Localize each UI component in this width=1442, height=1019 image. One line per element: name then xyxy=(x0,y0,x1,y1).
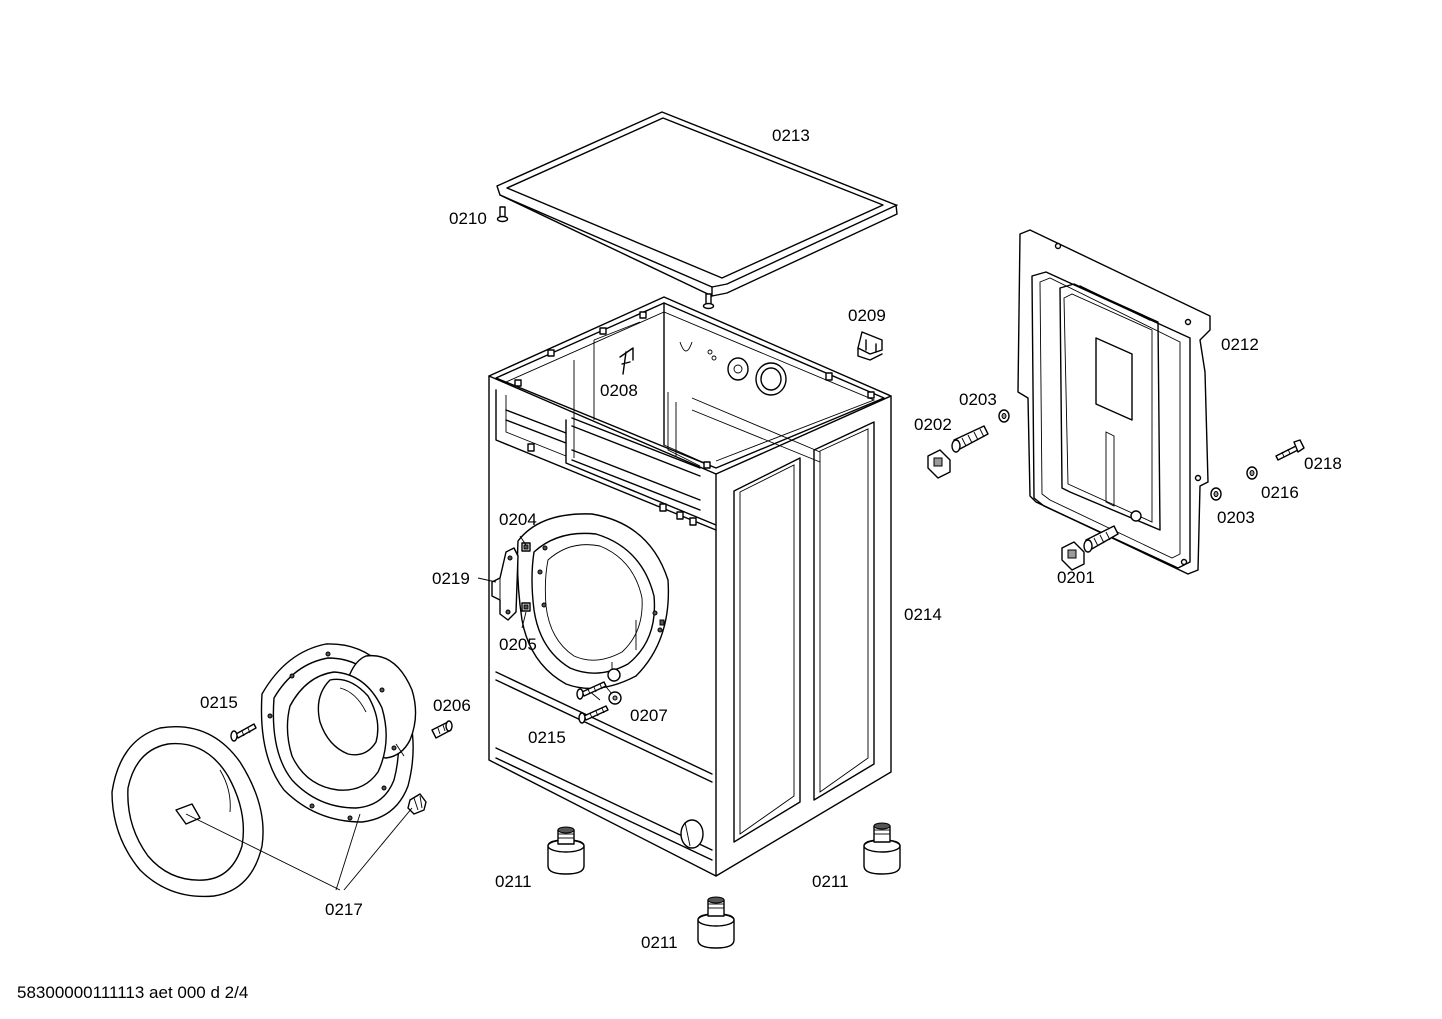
label-0207: 0207 xyxy=(630,706,668,725)
drawing-reference-number: 58300000111113 aet 000 d 2/4 xyxy=(17,983,248,1002)
screw-0210 xyxy=(496,206,509,223)
foot-0211-left xyxy=(547,826,585,875)
label-0215-cabinet: 0215 xyxy=(528,728,566,747)
door-inner-frame-0217 xyxy=(260,643,417,823)
label-0211-bottom: 0211 xyxy=(641,933,678,952)
cabinet-0214 xyxy=(488,296,892,877)
nut-0204 xyxy=(521,542,531,552)
washer-0203-upper xyxy=(998,409,1010,423)
foot-0211-right xyxy=(863,822,901,875)
shipping-bolt-0202 xyxy=(927,425,989,479)
nut-0205 xyxy=(521,602,531,612)
label-0213: 0213 xyxy=(772,126,810,145)
washer-0216 xyxy=(1246,466,1258,480)
screw-0215-cabinet-upper xyxy=(576,681,607,700)
label-0211-left: 0211 xyxy=(495,872,532,891)
leader-lines xyxy=(185,535,527,891)
label-0212: 0212 xyxy=(1221,335,1259,354)
worktop-cover-0213 xyxy=(496,111,898,297)
door-outer-ring-0217 xyxy=(111,726,264,898)
washer-0203-lower xyxy=(1210,487,1222,501)
label-0216: 0216 xyxy=(1261,483,1299,502)
label-0204: 0204 xyxy=(499,510,537,529)
hinge-0219 xyxy=(491,547,519,621)
screw-0206 xyxy=(431,720,453,739)
screw-0215-cabinet-lower xyxy=(578,705,609,724)
washer-0207 xyxy=(608,691,622,705)
label-0205: 0205 xyxy=(499,635,537,654)
label-0208: 0208 xyxy=(600,381,638,400)
label-0201: 0201 xyxy=(1057,568,1095,587)
foot-0211-bottom xyxy=(697,896,735,949)
label-0211-right: 0211 xyxy=(812,872,849,891)
label-0202: 0202 xyxy=(914,415,952,434)
clip-0209 xyxy=(857,331,883,361)
label-0206: 0206 xyxy=(433,696,471,715)
label-0203-lower: 0203 xyxy=(1217,508,1255,527)
label-0218: 0218 xyxy=(1304,454,1342,473)
label-0219: 0219 xyxy=(432,569,470,588)
label-0203-upper: 0203 xyxy=(959,390,997,409)
bolt-0218 xyxy=(1275,439,1305,461)
back-panel-0212 xyxy=(1017,229,1211,575)
label-0209: 0209 xyxy=(848,306,886,325)
bracket-0208 xyxy=(619,347,634,375)
label-0214: 0214 xyxy=(904,605,942,624)
door-catch-0217 xyxy=(407,793,427,815)
shipping-bolt-0201 xyxy=(1061,525,1119,571)
label-0210: 0210 xyxy=(449,209,487,228)
label-0215-door: 0215 xyxy=(200,693,238,712)
screw-0215-door xyxy=(230,723,257,742)
label-0217: 0217 xyxy=(325,900,363,919)
screw-top-rear xyxy=(702,293,715,310)
